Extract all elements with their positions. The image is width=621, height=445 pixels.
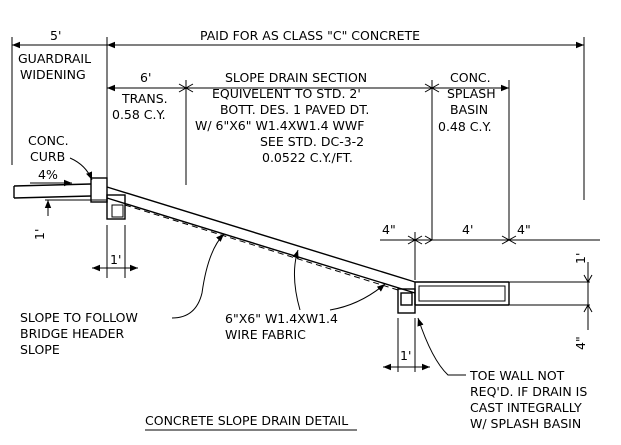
guardrail-label-2: WIDENING (20, 67, 86, 82)
splash-basin (414, 281, 590, 306)
basin-wall-right-dim: 4" (517, 222, 531, 237)
curb-offset-dim: 1' (110, 252, 121, 267)
basin-wall-left-dim: 4" (382, 222, 396, 237)
slope-drain-title: SLOPE DRAIN SECTION (225, 70, 367, 85)
slope-note-3: SLOPE (20, 342, 60, 357)
curb-label-1: CONC. (28, 133, 69, 148)
grade-label: 4% (38, 167, 58, 182)
trans-label: TRANS. (121, 91, 168, 106)
fabric-label-2: WIRE FABRIC (225, 327, 306, 342)
guardrail-label-1: GUARDRAIL (18, 51, 91, 66)
toe-note-4: W/ SPLASH BASIN (470, 416, 581, 431)
slope-drain-line-3: W/ 6"X6" W1.4XW1.4 WWF (195, 118, 364, 133)
slope-note-1: SLOPE TO FOLLOW (20, 310, 138, 325)
bridge-deck (13, 183, 107, 216)
trans-volume: 0.58 C.Y. (112, 107, 166, 122)
basin-line-1: SPLASH (447, 86, 496, 101)
slope-note-2: BRIDGE HEADER (20, 326, 125, 341)
paid-for-label: PAID FOR AS CLASS "C" CONCRETE (200, 28, 420, 43)
slope-drain-slab (106, 186, 416, 294)
toe-note-2: REQ'D. IF DRAIN IS (470, 384, 587, 399)
toe-note-3: CAST INTEGRALLY (470, 400, 582, 415)
basin-line-3: 0.48 C.Y. (438, 119, 492, 134)
slope-drain-line-1: EQUIVELENT TO STD. 2' (212, 86, 361, 101)
basin-line-2: BASIN (450, 102, 488, 117)
drawing-title: CONCRETE SLOPE DRAIN DETAIL (145, 413, 348, 428)
basin-title: CONC. (450, 70, 491, 85)
basin-width-dim: 4' (462, 222, 473, 237)
trans-width-dim: 6' (140, 70, 151, 85)
basin-depth-dim: 1' (573, 253, 588, 264)
toe-note-1: TOE WALL NOT (469, 368, 565, 383)
toe-wall (397, 288, 416, 314)
toe-depth-dim: 4" (573, 336, 588, 350)
guardrail-width-dim: 5' (50, 28, 61, 43)
toe-gap-dim: 1' (400, 348, 411, 363)
slope-drain-line-4: SEE STD. DC-3-2 (260, 134, 364, 149)
curb-height-dim: 1' (32, 229, 47, 240)
curb-label-2: CURB (30, 149, 65, 164)
slope-drain-line-2: BOTT. DES. 1 PAVED DT. (220, 102, 369, 117)
fabric-label-1: 6"X6" W1.4XW1.4 (225, 311, 338, 326)
concrete-curb (90, 177, 126, 220)
slope-drain-line-5: 0.0522 C.Y./FT. (262, 150, 353, 165)
